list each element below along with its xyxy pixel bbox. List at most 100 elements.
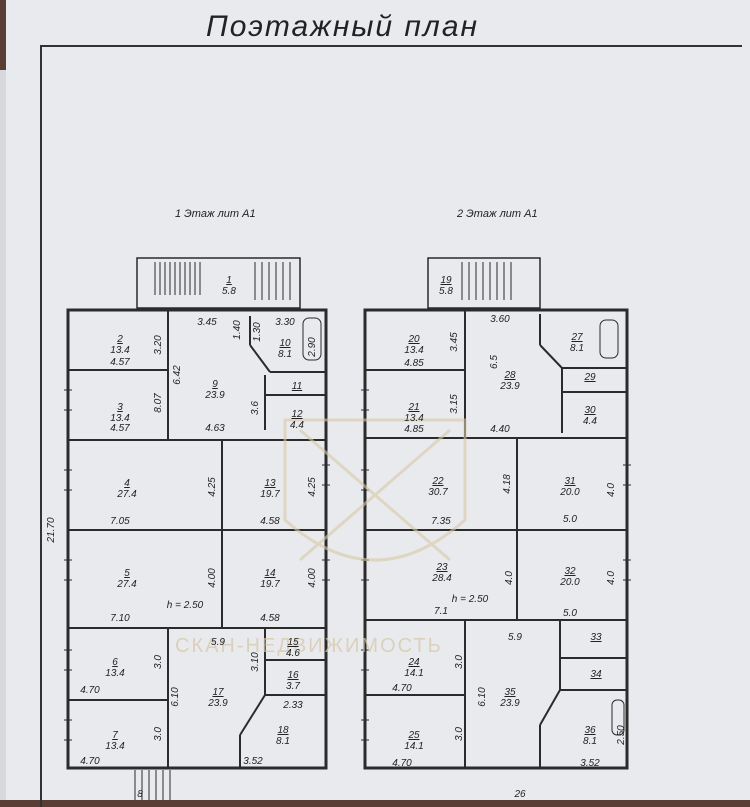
floor1-plan xyxy=(64,257,330,800)
floor2-room-19-area: 5.8 xyxy=(439,286,453,297)
floor1-dimension: 3.52 xyxy=(243,756,263,767)
drawing-frame xyxy=(40,45,742,807)
floor2-dimension: 3.60 xyxy=(490,314,510,325)
floor2-room-23-number: 23 xyxy=(435,562,448,573)
floor1-label: 1 Этаж лит А1 xyxy=(175,208,256,220)
floor1-dimension: 3.0 xyxy=(153,727,164,741)
floor2-dimension: 3.45 xyxy=(449,332,460,352)
floor1-room-5-area: 27.4 xyxy=(116,579,137,590)
floor1-dimension: 7.10 xyxy=(110,613,130,624)
floor1-room-16-number: 16 xyxy=(287,670,299,681)
floor1-room-13-area: 19.7 xyxy=(260,489,280,500)
floor1-room-16-area: 3.7 xyxy=(286,681,300,692)
floor1-room-17-number: 17 xyxy=(212,687,224,698)
floor1-room-9-area: 23.9 xyxy=(204,390,225,401)
floor2-height: h = 2.50 xyxy=(452,594,489,605)
floor2-dimension: 3.0 xyxy=(454,655,465,669)
floor1-dimension: 3.0 xyxy=(153,655,164,669)
floor1-dimension: 4.58 xyxy=(260,516,280,527)
floor2-dimension: 4.0 xyxy=(606,571,617,585)
floor2-room-35-number: 35 xyxy=(504,687,516,698)
floor1-room-12-number: 12 xyxy=(291,409,303,420)
floor2-dimension: 4.40 xyxy=(490,424,510,435)
floor1-room-15-area: 4.6 xyxy=(286,648,300,659)
floor1-room-4-area: 27.4 xyxy=(116,489,137,500)
floor2-room-33-number: 33 xyxy=(590,632,602,643)
floor1-room-5-number: 5 xyxy=(124,568,130,579)
floor2-dimension: 26 xyxy=(513,789,526,800)
floor2-room-20-number: 20 xyxy=(407,334,420,345)
floor2-room-30-number: 30 xyxy=(584,405,596,416)
floor2-dimension: 4.70 xyxy=(392,758,412,769)
floor1-dimension: 3.45 xyxy=(197,317,217,328)
floor1-dimension: 4.63 xyxy=(205,423,225,434)
watermark-logo xyxy=(283,418,467,562)
floor2-outer-wall xyxy=(363,308,629,770)
porch-2 xyxy=(427,257,541,309)
floor1-room-3-area: 13.4 xyxy=(110,413,130,424)
floor1-dimension: 4.00 xyxy=(207,568,218,588)
floor2-dimension: 5.9 xyxy=(508,632,522,643)
floor2-room-35-area: 23.9 xyxy=(499,698,520,709)
porch-1 xyxy=(136,257,301,309)
floor1-dimension: 5.9 xyxy=(211,637,225,648)
floor1-dimension: 7.05 xyxy=(110,516,130,527)
floor2-room-23-area: 28.4 xyxy=(431,573,452,584)
floor1-room-12-area: 4.4 xyxy=(290,420,304,431)
floor1-dimension: 21.70 xyxy=(46,517,57,543)
floor2-room-30-area: 4.4 xyxy=(583,416,597,427)
floor1-room-7-number: 7 xyxy=(112,730,118,741)
floor2-dimension: 5.0 xyxy=(563,608,577,619)
floor2-room-32-area: 20.0 xyxy=(559,577,580,588)
floor2-room-22-number: 22 xyxy=(431,476,444,487)
floor1-height: h = 2.50 xyxy=(167,600,204,611)
floor1-dimension: 3.30 xyxy=(275,317,295,328)
floor2-room-29-number: 29 xyxy=(583,372,596,383)
floor1-dimension: 6.42 xyxy=(172,365,183,385)
floor2-room-27-area: 8.1 xyxy=(570,343,584,354)
floor2-room-21-number: 21 xyxy=(407,402,419,413)
floor1-room-2-number: 2 xyxy=(116,334,123,345)
floor1-dimension: 4.25 xyxy=(207,477,218,497)
floor1-dimension: 4.70 xyxy=(80,756,100,767)
floor1-room-10-number: 10 xyxy=(279,338,291,349)
floor1-room-6-number: 6 xyxy=(112,657,118,668)
floor2-label: 2 Этаж лит А1 xyxy=(457,208,538,220)
floor2-room-28-number: 28 xyxy=(503,370,516,381)
floor2-room-28-area: 23.9 xyxy=(499,381,520,392)
floor1-room-7-area: 13.4 xyxy=(105,741,125,752)
floor2-dimension: 4.85 xyxy=(404,424,424,435)
floor1-room-9-number: 9 xyxy=(212,379,218,390)
floor1-room-11-number: 11 xyxy=(292,381,302,392)
floor2-dimension: 7.35 xyxy=(431,516,451,527)
floor1-room-17-area: 23.9 xyxy=(207,698,228,709)
floor2-room-24-number: 24 xyxy=(407,657,420,668)
floor2-room-36-number: 36 xyxy=(584,725,596,736)
floor2-dimension: 3.52 xyxy=(580,758,600,769)
floor2-dimension: 6.5 xyxy=(489,355,500,369)
floor2-dimension: 4.0 xyxy=(504,571,515,585)
floor2-room-25-number: 25 xyxy=(407,730,420,741)
floor1-dimension: 1.40 xyxy=(232,320,243,340)
floor2-dimension: 3.0 xyxy=(454,727,465,741)
floor2-room-32-number: 32 xyxy=(564,566,576,577)
floor2-room-36-area: 8.1 xyxy=(583,736,597,747)
floor1-dimension: 1.30 xyxy=(252,322,263,342)
floor1-room-4-number: 4 xyxy=(124,478,130,489)
floor2-dimension: 2.50 xyxy=(616,725,627,746)
floor2-dimension: 4.70 xyxy=(392,683,412,694)
floor2-room-20-area: 13.4 xyxy=(404,345,424,356)
floor2-room-19-number: 19 xyxy=(440,275,452,286)
floor2-plan xyxy=(361,257,631,770)
floor1-dimension: 2.90 xyxy=(307,337,318,358)
floor1-dimension: 4.25 xyxy=(307,477,318,497)
floor1-room-3-number: 3 xyxy=(117,402,123,413)
floor2-room-21-area: 13.4 xyxy=(404,413,424,424)
floor2-room-25-area: 14.1 xyxy=(404,741,423,752)
floor1-room-18-area: 8.1 xyxy=(276,736,290,747)
floor1-dimension: 4.00 xyxy=(307,568,318,588)
floor1-room-2-area: 13.4 xyxy=(110,345,130,356)
floor2-dimension: 6.10 xyxy=(477,687,488,707)
